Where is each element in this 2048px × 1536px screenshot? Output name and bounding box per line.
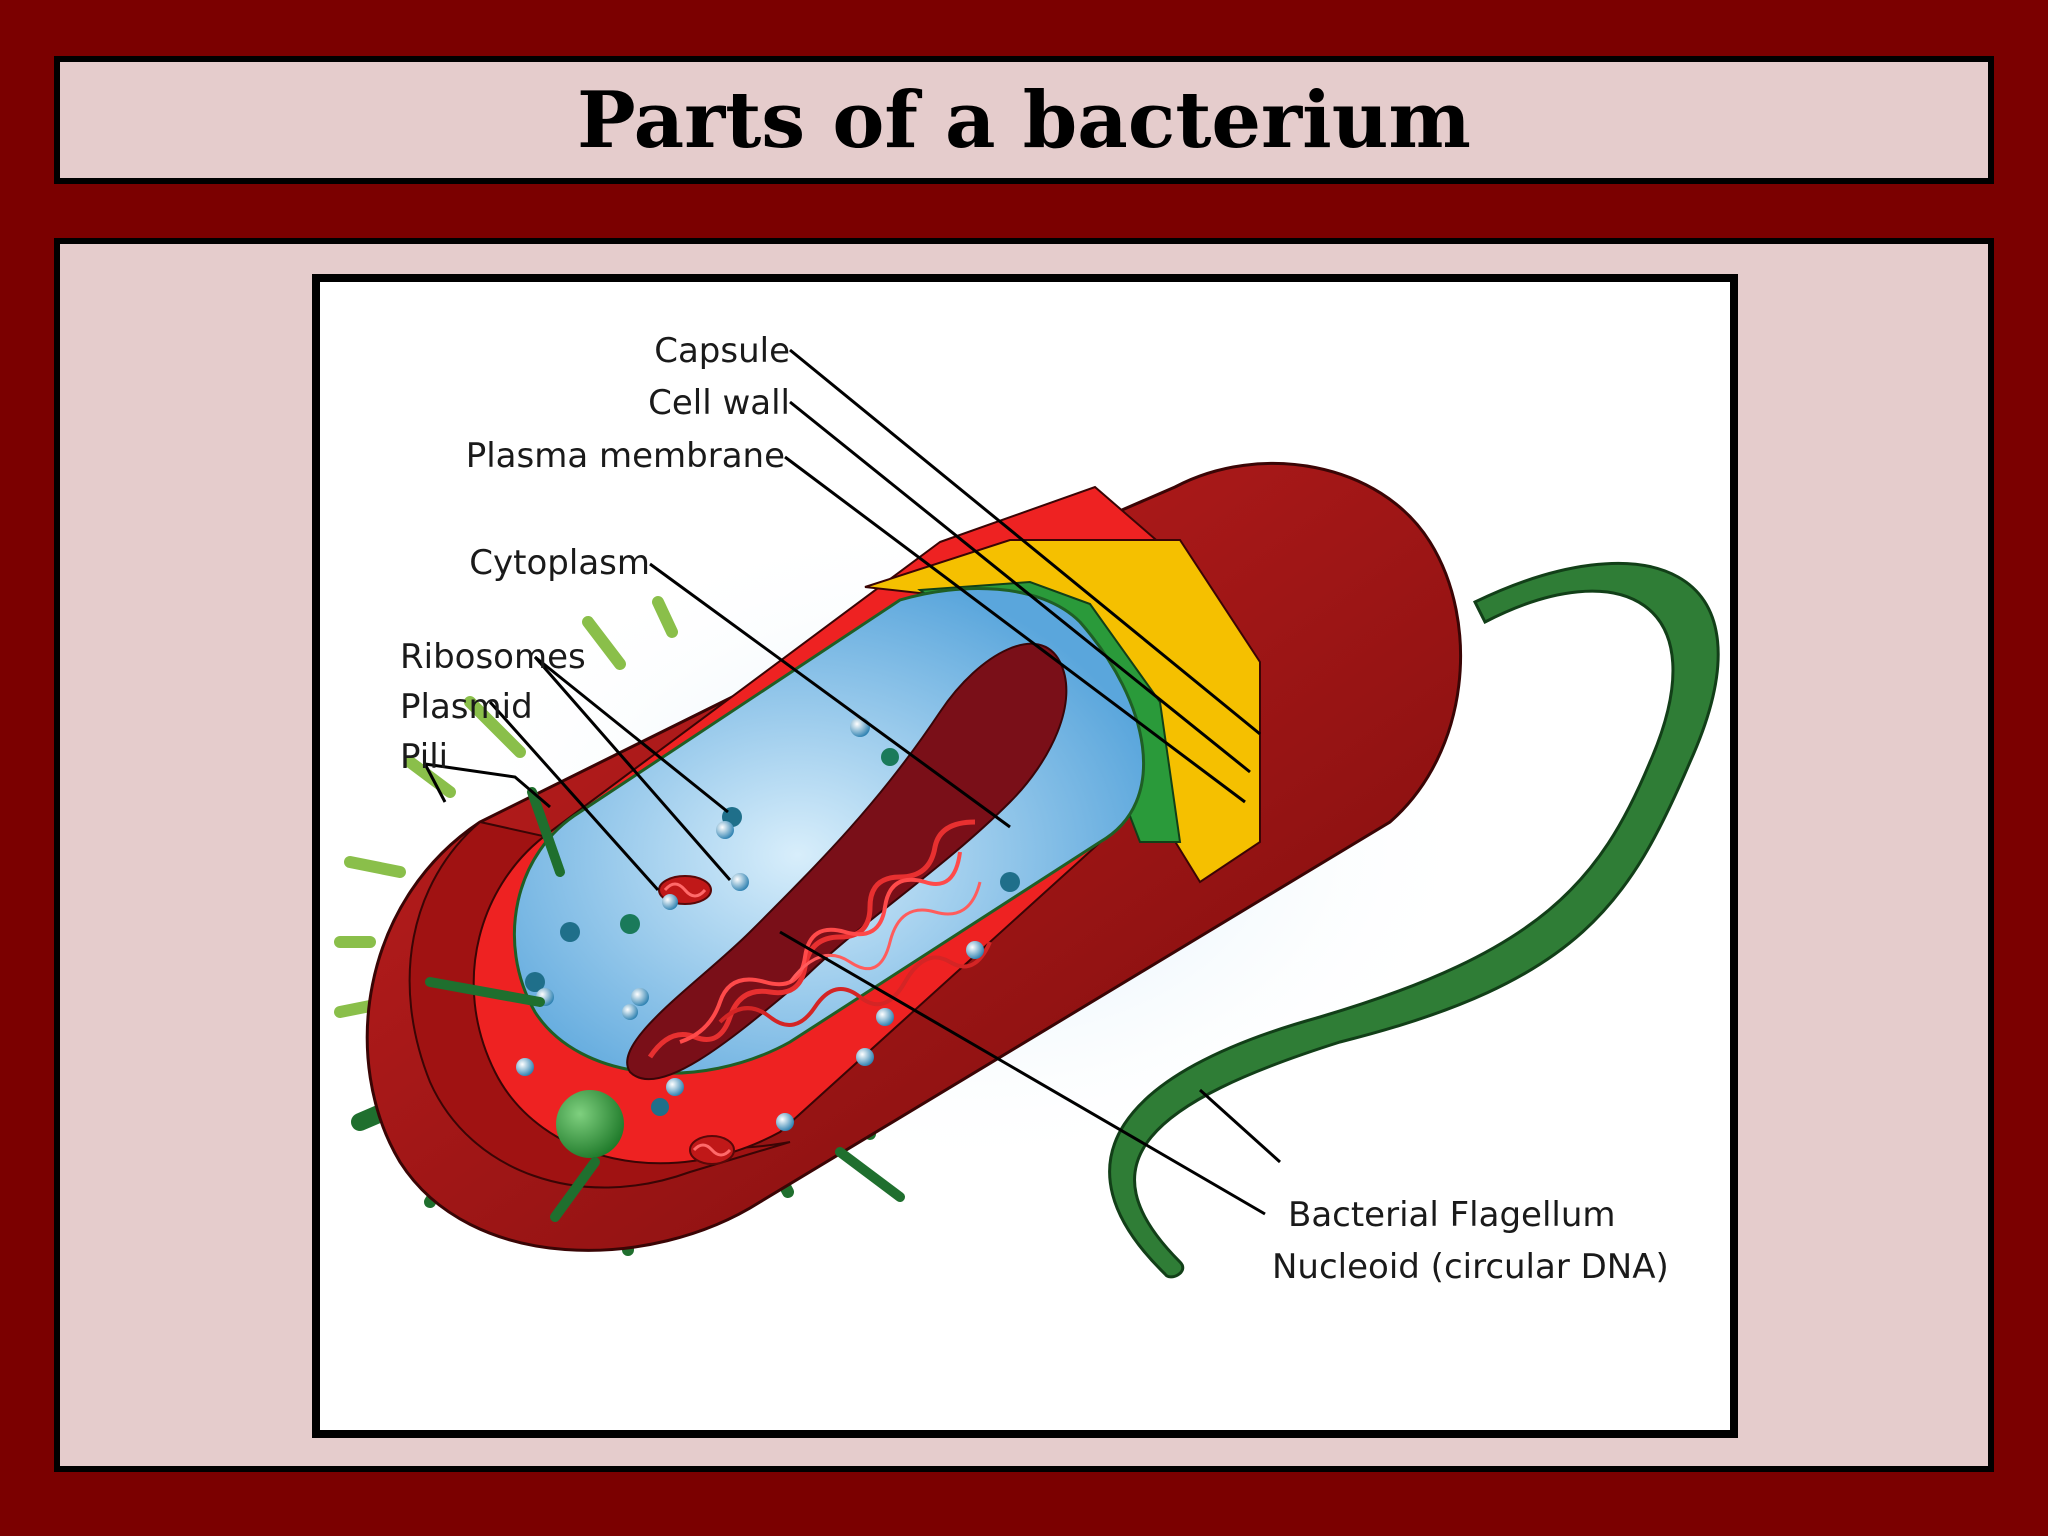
- ribosome: [516, 1058, 534, 1076]
- plasmid-strand: [663, 882, 707, 898]
- leader-pili-2: [423, 763, 447, 803]
- title-bar: Parts of a bacterium: [54, 56, 1994, 184]
- ribosome: [666, 1078, 684, 1096]
- leader-capsule: [789, 348, 1261, 736]
- label-cytoplasm: Cytoplasm: [469, 543, 650, 583]
- ribosome: [631, 988, 649, 1006]
- label-ribosomes: Ribosomes: [400, 637, 586, 677]
- label-capsule: Capsule: [654, 331, 790, 371]
- label-cell-wall: Cell wall: [648, 383, 790, 423]
- leader-plasma-membrane: [784, 455, 1246, 804]
- ribosome: [662, 894, 678, 910]
- label-plasma-membrane: Plasma membrane: [466, 436, 785, 476]
- ribosome: [622, 1004, 638, 1020]
- ribosomes: [516, 717, 1020, 1131]
- dna-strand: [647, 819, 976, 1059]
- pilus: [652, 596, 678, 638]
- pilus: [464, 696, 526, 758]
- ribosome: [881, 748, 899, 766]
- leader-plasmid: [488, 701, 660, 891]
- ribosome: [525, 972, 545, 992]
- nucleoid: [626, 642, 1068, 1081]
- ribosome: [966, 941, 984, 959]
- pilus: [404, 756, 456, 798]
- pilus: [550, 1157, 600, 1222]
- leader-lines: [423, 348, 1282, 1216]
- leader-cell-wall: [789, 400, 1251, 774]
- ribosome: [850, 717, 870, 737]
- leader-flagellum: [1198, 1088, 1282, 1164]
- pilus: [527, 787, 565, 877]
- label-pili: Pili: [400, 737, 448, 777]
- pilus: [835, 1147, 905, 1202]
- dna-strand: [788, 881, 982, 983]
- ribosome: [620, 914, 640, 934]
- ribosome: [856, 1048, 874, 1066]
- ribosome: [651, 1098, 669, 1116]
- page-title: Parts of a bacterium: [577, 74, 1471, 166]
- leader-ribosomes-1: [534, 655, 729, 814]
- diagram-frame: Capsule Cell wall Plasma membrane Cytopl…: [312, 274, 1738, 1438]
- ribosome: [1000, 872, 1020, 892]
- ribosome: [776, 1113, 794, 1131]
- ribosome: [876, 1008, 894, 1026]
- label-nucleoid: Nucleoid (circular DNA): [1272, 1247, 1669, 1287]
- ribosome: [716, 821, 734, 839]
- bacterium-diagram: Capsule Cell wall Plasma membrane Cytopl…: [334, 331, 1720, 1287]
- ribosome: [731, 873, 749, 891]
- flagellum: [1108, 561, 1720, 1279]
- label-plasmid: Plasmid: [400, 687, 533, 727]
- dna-strand: [718, 941, 992, 1027]
- pilus: [344, 856, 406, 878]
- plasmid-strand: [692, 1143, 732, 1157]
- storage-granule: [556, 1090, 624, 1158]
- leader-pili-1: [424, 762, 551, 809]
- pilus: [425, 977, 545, 1007]
- leader-nucleoid: [779, 930, 1266, 1216]
- dna-strand: [679, 851, 962, 1044]
- leader-cytoplasm: [649, 562, 1011, 829]
- label-flagellum: Bacterial Flagellum: [1288, 1195, 1616, 1235]
- ribosome: [560, 922, 580, 942]
- wall-pili: [425, 787, 905, 1222]
- pilus: [582, 616, 626, 670]
- leader-ribosomes-2: [533, 656, 732, 881]
